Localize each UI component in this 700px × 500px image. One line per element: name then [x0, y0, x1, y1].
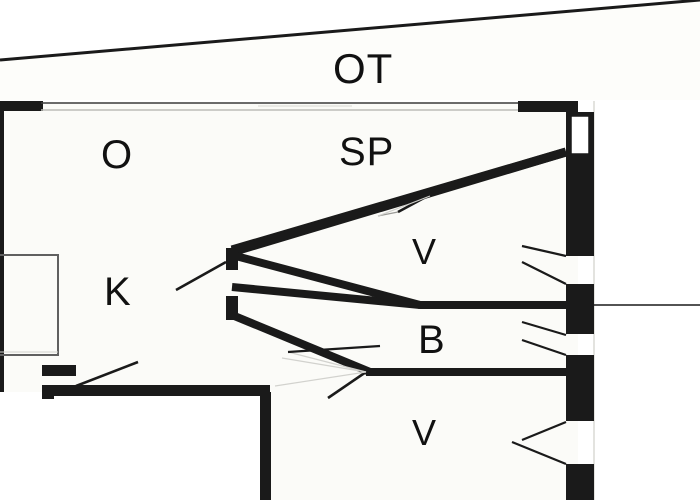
partition-k-b-wall — [230, 311, 372, 376]
door-leaf-v-upper-b — [521, 261, 567, 285]
door-leaf-v-lower-b — [511, 440, 567, 466]
bottom-wall-left-return — [42, 385, 54, 399]
room-label-v-upper: V — [412, 231, 437, 272]
door-leaf-kitchen-exit — [75, 360, 139, 388]
bottom-left-wall-group — [42, 365, 271, 500]
right-wall-window-top — [570, 115, 590, 155]
door-swing-b-entry-3 — [274, 371, 367, 387]
floor-fill-main — [0, 103, 578, 500]
room-label-ot: OT — [333, 45, 394, 92]
door-leaf-b-b — [521, 338, 567, 357]
room-label-o: O — [101, 133, 133, 177]
door-swing-b-entry-1 — [287, 351, 367, 373]
left-bay-group — [0, 254, 59, 356]
door-leaf-corridor-b — [287, 344, 381, 354]
door-swing-sp — [377, 195, 431, 217]
bottom-wall-left-run — [42, 385, 270, 396]
top-wall-group — [0, 101, 578, 112]
partition-x-arm-c — [230, 251, 422, 309]
door-leaf-v-upper-a — [521, 244, 567, 258]
right-wall-segment-4 — [566, 464, 594, 500]
room-label-v-lower: V — [412, 412, 437, 453]
lower-vertical-partition — [260, 392, 271, 500]
room-label-sp: SP — [339, 130, 395, 174]
door-leaf-k — [175, 260, 227, 292]
room-label-k: K — [104, 270, 131, 314]
left-bay-outline — [0, 254, 59, 356]
interior-walls-group — [226, 147, 575, 376]
top-wall-left-stub — [0, 101, 43, 111]
partition-x-arm-a — [230, 147, 568, 257]
door-leaf-b-entry — [327, 370, 367, 400]
room-label-b: B — [418, 318, 445, 362]
roof-slanted-edge — [0, 0, 700, 62]
right-wall-segment-3 — [566, 355, 594, 421]
partition-vertical-stub-upper — [226, 248, 238, 270]
floor-fill-terrace — [0, 0, 700, 100]
kitchen-corner-jog — [42, 365, 76, 376]
right-wall-group — [566, 101, 595, 500]
top-wall-right-segment — [518, 101, 578, 112]
door-leaf-b-a — [521, 320, 567, 337]
door-leaf-v-lower-a — [521, 420, 567, 442]
door-group — [75, 183, 567, 466]
door-swing-b-entry-2 — [281, 357, 367, 373]
roof-line-group — [0, 0, 700, 62]
